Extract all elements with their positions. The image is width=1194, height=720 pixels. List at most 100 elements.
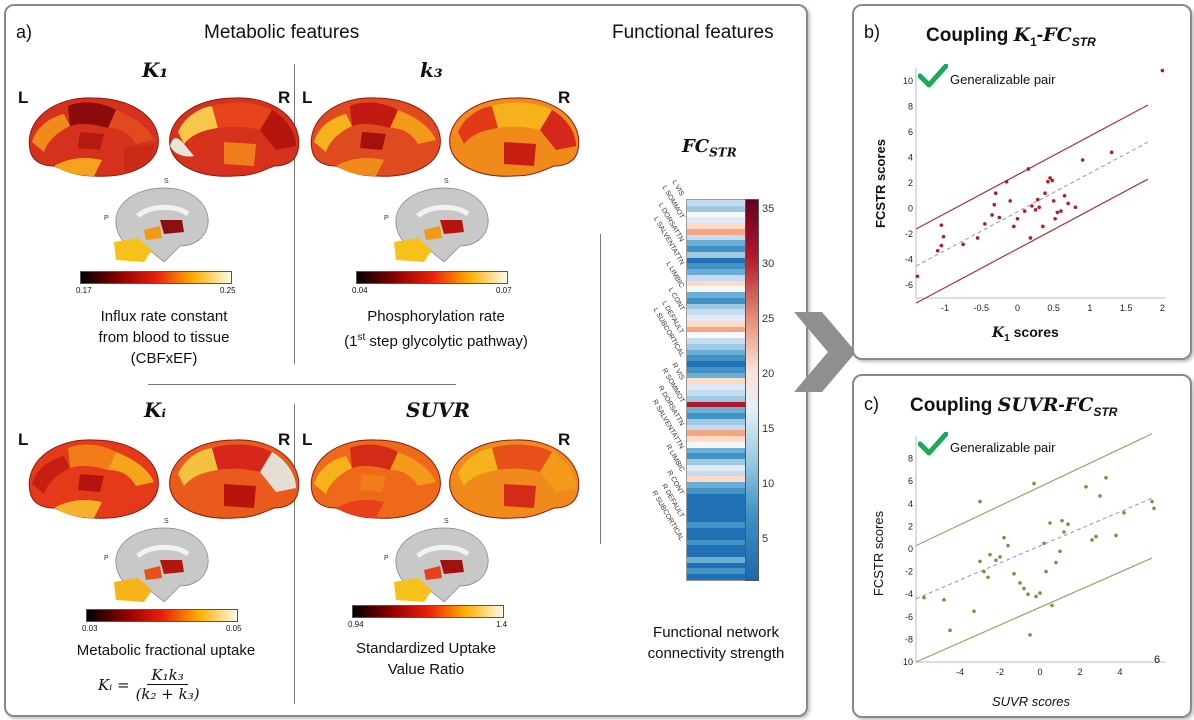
y-tick-label: 0: [908, 204, 913, 214]
heatmap-row: [687, 424, 745, 431]
k1-desc-line-3: (CBFxEF): [130, 350, 198, 367]
k3-desc-line-2: (1st step glycolytic pathway): [316, 327, 556, 352]
suvr-brain-lateral-left: [310, 439, 441, 519]
heatmap-row: [687, 390, 745, 397]
y-tick-label: 4: [908, 499, 913, 509]
y-tick-label: -4: [905, 589, 913, 599]
suvr-colorbar-min: 0.94: [348, 620, 364, 629]
data-point: [1032, 481, 1036, 486]
data-point: [941, 234, 946, 239]
data-point: [975, 236, 980, 240]
data-point: [1048, 521, 1052, 525]
k3-brain-sagittal: S P: [384, 178, 489, 263]
k1-brain-sagittal: S P: [104, 178, 209, 263]
fc-colorbar-tick: 35: [762, 203, 775, 215]
heatmap-row: [687, 470, 745, 477]
heatmap-row: [687, 280, 745, 287]
fc-colorbar-tick: 20: [762, 368, 775, 380]
heatmap-row: [687, 413, 745, 420]
data-point: [1114, 533, 1118, 538]
fc-title-sub: STR: [709, 145, 737, 160]
suvr-title: SUVR: [406, 398, 471, 422]
k1-title: K₁: [142, 58, 169, 82]
panel-c-label: c): [864, 394, 879, 414]
heatmap-row: [687, 551, 745, 558]
fc-title: FCSTR: [682, 136, 737, 160]
heatmap-row: [687, 476, 745, 483]
lower-interval-line: [915, 178, 1149, 304]
heatmap-row: [687, 269, 745, 276]
data-point: [1084, 485, 1088, 489]
checkmark-icon: [918, 432, 948, 456]
k1-brain-s-marker: S: [164, 178, 169, 185]
heatmap-row: [687, 510, 745, 518]
data-point: [1073, 205, 1078, 210]
data-point: [1022, 586, 1026, 591]
data-point: [1044, 569, 1048, 574]
data-point: [1066, 201, 1070, 206]
heatmap-row: [687, 361, 745, 368]
data-point: [1060, 518, 1064, 523]
heatmap-row: [687, 384, 745, 391]
x-tick-label: 1.5: [1120, 303, 1133, 313]
heatmap-row: [687, 499, 745, 506]
left-hemisphere-label-k3: L: [302, 88, 313, 107]
data-point: [1046, 179, 1050, 184]
data-point: [986, 575, 990, 580]
heatmap-row: [687, 505, 745, 512]
data-point: [972, 609, 976, 613]
k1-brain-lateral-right: [169, 97, 300, 177]
data-point: [1122, 511, 1126, 515]
heatmap-row: [687, 459, 745, 466]
y-tick-label: 6: [908, 476, 913, 486]
panel-b-ylabel: FCSTR scores: [872, 139, 888, 228]
heatmap-row: [687, 326, 745, 333]
suvr-description: Standardized Uptake Value Ratio: [326, 638, 526, 680]
y-tick-label: -10: [902, 657, 913, 667]
panel-b-label: b): [864, 22, 881, 42]
heatmap-row: [687, 366, 745, 374]
data-point: [1004, 179, 1009, 184]
k3-desc-line-1: Phosphorylation rate: [367, 308, 505, 325]
heatmap-row: [687, 533, 745, 541]
fc-colorbar-tick: 5: [762, 533, 769, 545]
x-tick-label: -4: [956, 667, 964, 677]
panel-b-xlabel-var: K: [992, 325, 1005, 341]
ki-colorbar-min: 0.03: [82, 624, 98, 633]
data-point: [942, 598, 946, 602]
data-point: [915, 274, 920, 279]
data-point: [1012, 572, 1016, 576]
ki-brain-lateral-right: [169, 439, 300, 519]
fc-colorbar: [745, 199, 759, 581]
data-point: [992, 202, 997, 207]
vertical-divider-bottom: [294, 404, 295, 704]
heatmap-row: [687, 274, 745, 282]
k1-desc-line-1: Influx rate constant: [100, 308, 228, 325]
data-point: [1015, 216, 1020, 221]
heatmap-row: [687, 292, 745, 299]
data-point: [1043, 191, 1047, 196]
upper-interval-line: [915, 104, 1149, 230]
data-point: [990, 213, 994, 217]
k3-desc-2-post: step glycolytic pathway): [365, 333, 528, 350]
data-point: [961, 242, 965, 247]
functional-divider: [600, 234, 601, 544]
data-point: [1094, 534, 1098, 539]
data-point: [1080, 158, 1085, 162]
data-point: [935, 248, 940, 253]
data-point: [1050, 178, 1055, 183]
k3-colorbar-min: 0.04: [352, 286, 368, 295]
heatmap-row: [687, 246, 745, 253]
panel-b-title-y-sub: STR: [1071, 34, 1096, 49]
y-tick-label: 8: [908, 101, 913, 111]
heatmap-row: [687, 430, 745, 437]
data-point: [1058, 549, 1062, 554]
data-point: [988, 552, 992, 557]
functional-features-title: Functional features: [612, 22, 774, 43]
data-point: [1026, 167, 1031, 171]
data-point: [982, 569, 986, 574]
fc-caption-line-1: Functional network: [653, 624, 779, 641]
data-point: [1030, 204, 1034, 208]
y-tick-label: 8: [908, 454, 913, 464]
k3-brain-p-marker: P: [384, 215, 389, 222]
